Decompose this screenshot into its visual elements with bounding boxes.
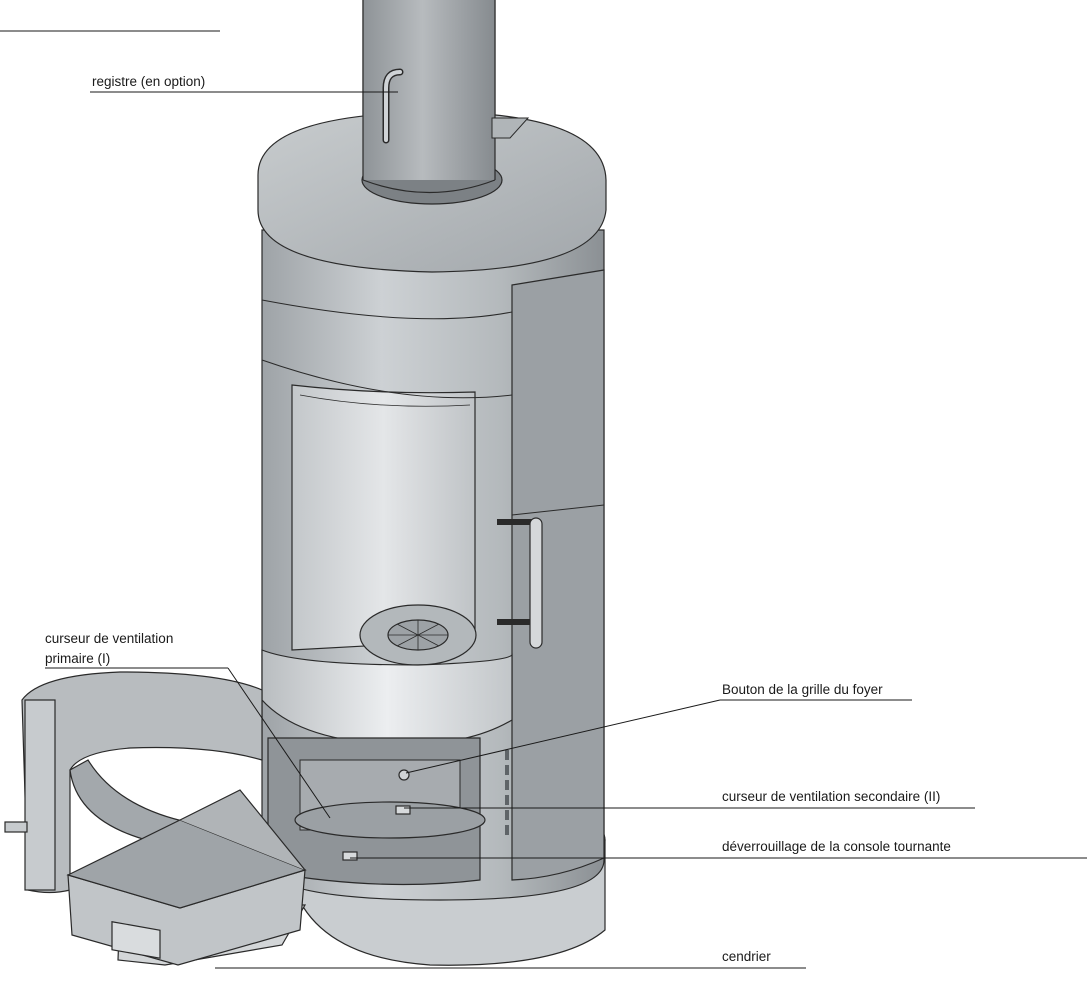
vent-slots xyxy=(505,750,509,835)
label-deverrouillage: déverrouillage de la console tournante xyxy=(722,839,951,854)
fire-grate xyxy=(359,604,477,666)
stove-illustration xyxy=(4,0,607,966)
label-curseur-primaire-1: curseur de ventilation xyxy=(45,631,173,646)
label-curseur-primaire-2: primaire (I) xyxy=(45,651,110,666)
grate-knob xyxy=(398,769,410,781)
secondary-slider xyxy=(395,805,411,815)
door-handle xyxy=(497,517,543,649)
leader-lines xyxy=(45,91,1087,969)
front-bezel xyxy=(261,649,513,746)
console-unlock xyxy=(342,851,358,861)
label-cendrier: cendrier xyxy=(722,949,771,964)
label-curseur-secondaire: curseur de ventilation secondaire (II) xyxy=(722,789,940,804)
label-registre: registre (en option) xyxy=(92,74,205,89)
label-bouton-grille: Bouton de la grille du foyer xyxy=(722,682,883,697)
ash-pan xyxy=(66,789,307,966)
door-panel xyxy=(511,269,605,881)
